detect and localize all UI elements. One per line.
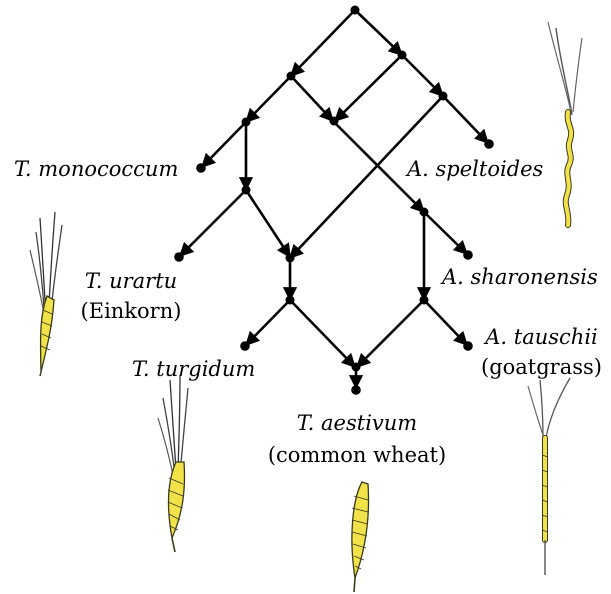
edge-n9-n10 [246, 190, 290, 257]
node-branch [286, 296, 295, 305]
node-branch [439, 92, 448, 101]
node-branch [242, 186, 251, 195]
edge-n11-n13 [290, 300, 355, 367]
label-turgidum: T. turgidum [132, 356, 255, 382]
node-branch [398, 51, 407, 60]
label-urartu-common: (Einkorn) [74, 298, 188, 324]
edge-n8-sharonensis [424, 212, 467, 254]
node-branch [420, 296, 429, 305]
edge-n4-speltoides [443, 96, 488, 143]
node-branch [420, 208, 429, 217]
label-tauschii-common: (goatgrass) [474, 354, 609, 380]
wheat-ear-illustration [548, 22, 582, 225]
wheat-ear-illustration [158, 375, 188, 552]
edge-root-right [355, 10, 402, 55]
edge-n11-turgidum [246, 300, 290, 345]
label-tauschii: A. tauschii [474, 324, 609, 350]
node-branch [330, 117, 339, 126]
label-aestivum: T. aestivum [262, 410, 452, 436]
node-leaf-turgidum [240, 341, 250, 351]
edge-n12-tauschii [424, 300, 467, 345]
wheat-ear-illustration [352, 482, 369, 592]
node-group [174, 6, 494, 395]
label-aestivum-common: (common wheat) [252, 442, 462, 468]
node-leaf-tauschii [463, 341, 473, 351]
node-branch [287, 72, 296, 81]
node-leaf-sharonensis [463, 250, 473, 260]
edge-n9-urartu [180, 190, 246, 256]
edge-n12-n13 [357, 300, 424, 367]
node-leaf-urartu [174, 252, 184, 262]
node-branch [286, 254, 295, 263]
edge-group [180, 10, 488, 388]
wheat-ear-illustration [528, 378, 570, 575]
label-sharonensis: A. sharonensis [442, 264, 598, 290]
wheat-ear-illustration [30, 212, 62, 376]
edge-n2-n6 [291, 76, 333, 121]
node-leaf-speltoides [484, 139, 494, 149]
node-root [351, 6, 360, 15]
label-urartu: T. urartu [76, 268, 186, 294]
node-leaf-aestivum [351, 385, 361, 395]
node-branch [352, 363, 361, 372]
edge-root-left [291, 10, 355, 76]
edge-n3-n6 [335, 55, 402, 121]
label-speltoides: A. speltoides [407, 156, 543, 182]
edge-n5-monococcum [202, 122, 246, 167]
node-branch [242, 118, 251, 127]
edge-n3-n4 [402, 55, 443, 96]
edge-n2-n5 [246, 76, 291, 122]
label-monococcum: T. monococcum [14, 156, 178, 182]
node-leaf-monococcum [196, 163, 206, 173]
